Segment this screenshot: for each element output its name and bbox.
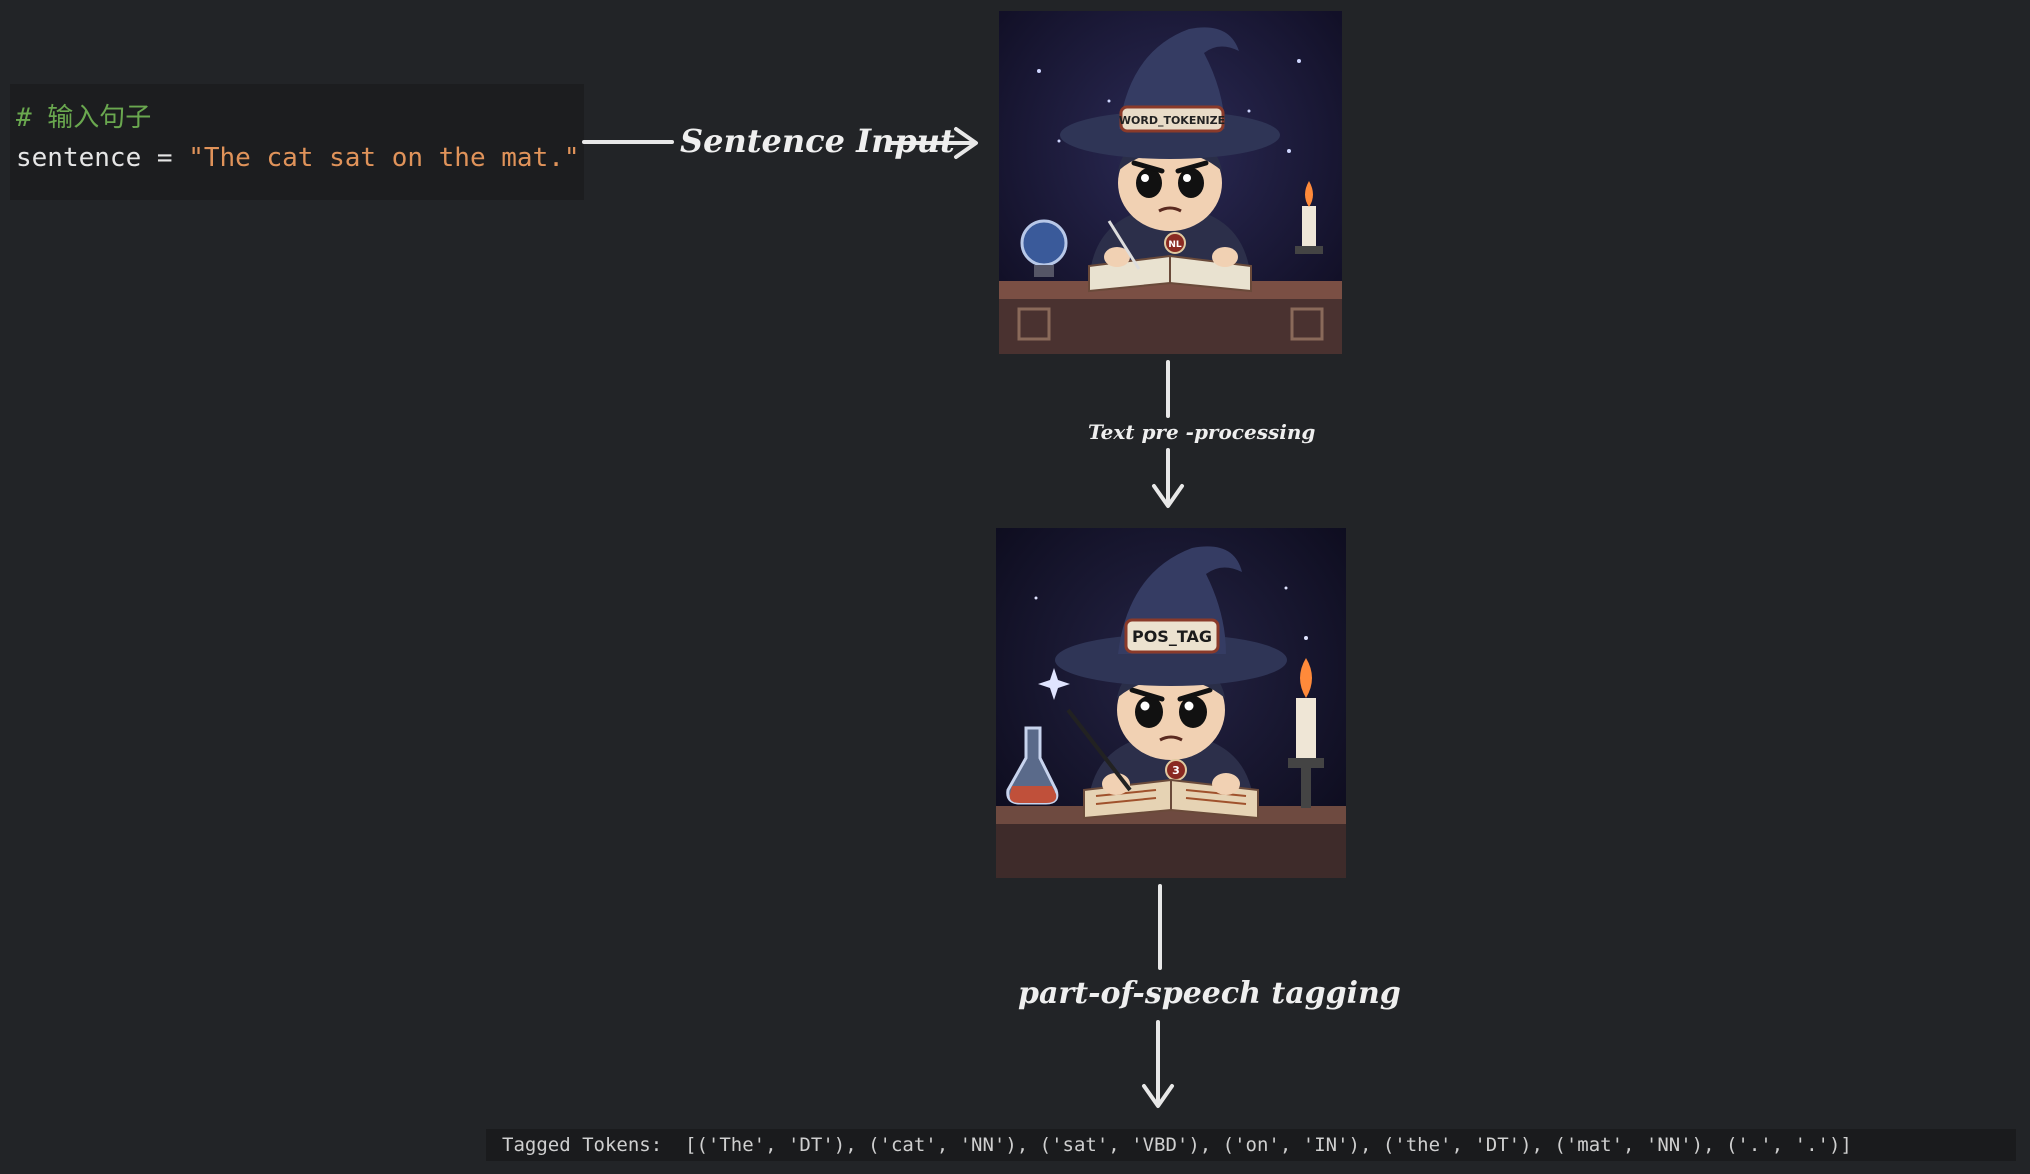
text-preprocessing-label: Text pre -processing — [1088, 420, 1316, 444]
output-value: [('The', 'DT'), ('cat', 'NN'), ('sat', '… — [685, 1134, 1852, 1156]
badge-label: 3 — [1172, 764, 1180, 777]
output-spacer — [662, 1134, 685, 1156]
code-operator: = — [141, 143, 189, 173]
arrow-label-to-wizard-1 — [886, 127, 978, 159]
code-snippet: # 输入句子 sentence = "The cat sat on the ma… — [10, 84, 584, 200]
hat-label: WORD_TOKENIZE — [1119, 114, 1225, 127]
code-comment-line: # 输入句子 — [16, 98, 584, 138]
code-variable: sentence — [16, 143, 142, 173]
output-prefix: Tagged Tokens: — [502, 1134, 663, 1156]
arrow-label-to-wizard-2 — [1152, 448, 1184, 508]
code-comment: # 输入句子 — [16, 103, 152, 133]
sentence-input-label: Sentence Input — [680, 122, 955, 160]
arrow-label-to-output — [1142, 1020, 1174, 1108]
badge-label: NL — [1168, 240, 1182, 250]
hat-label: POS_TAG — [1132, 627, 1212, 646]
pos-tagging-label: part-of-speech tagging — [1018, 976, 1401, 1011]
output-console: Tagged Tokens: [('The', 'DT'), ('cat', '… — [486, 1129, 2016, 1161]
pos-tag-wizard-illustration: POS_TAG 3 — [996, 528, 1346, 878]
code-assignment-line: sentence = "The cat sat on the mat." — [16, 138, 584, 178]
word-tokenize-wizard-illustration: WORD_TOKENIZE NL — [999, 11, 1342, 354]
code-string: "The cat sat on the mat." — [188, 143, 580, 173]
wizard-icon: WORD_TOKENIZE NL — [999, 11, 1342, 354]
wizard-icon: POS_TAG 3 — [996, 528, 1346, 878]
